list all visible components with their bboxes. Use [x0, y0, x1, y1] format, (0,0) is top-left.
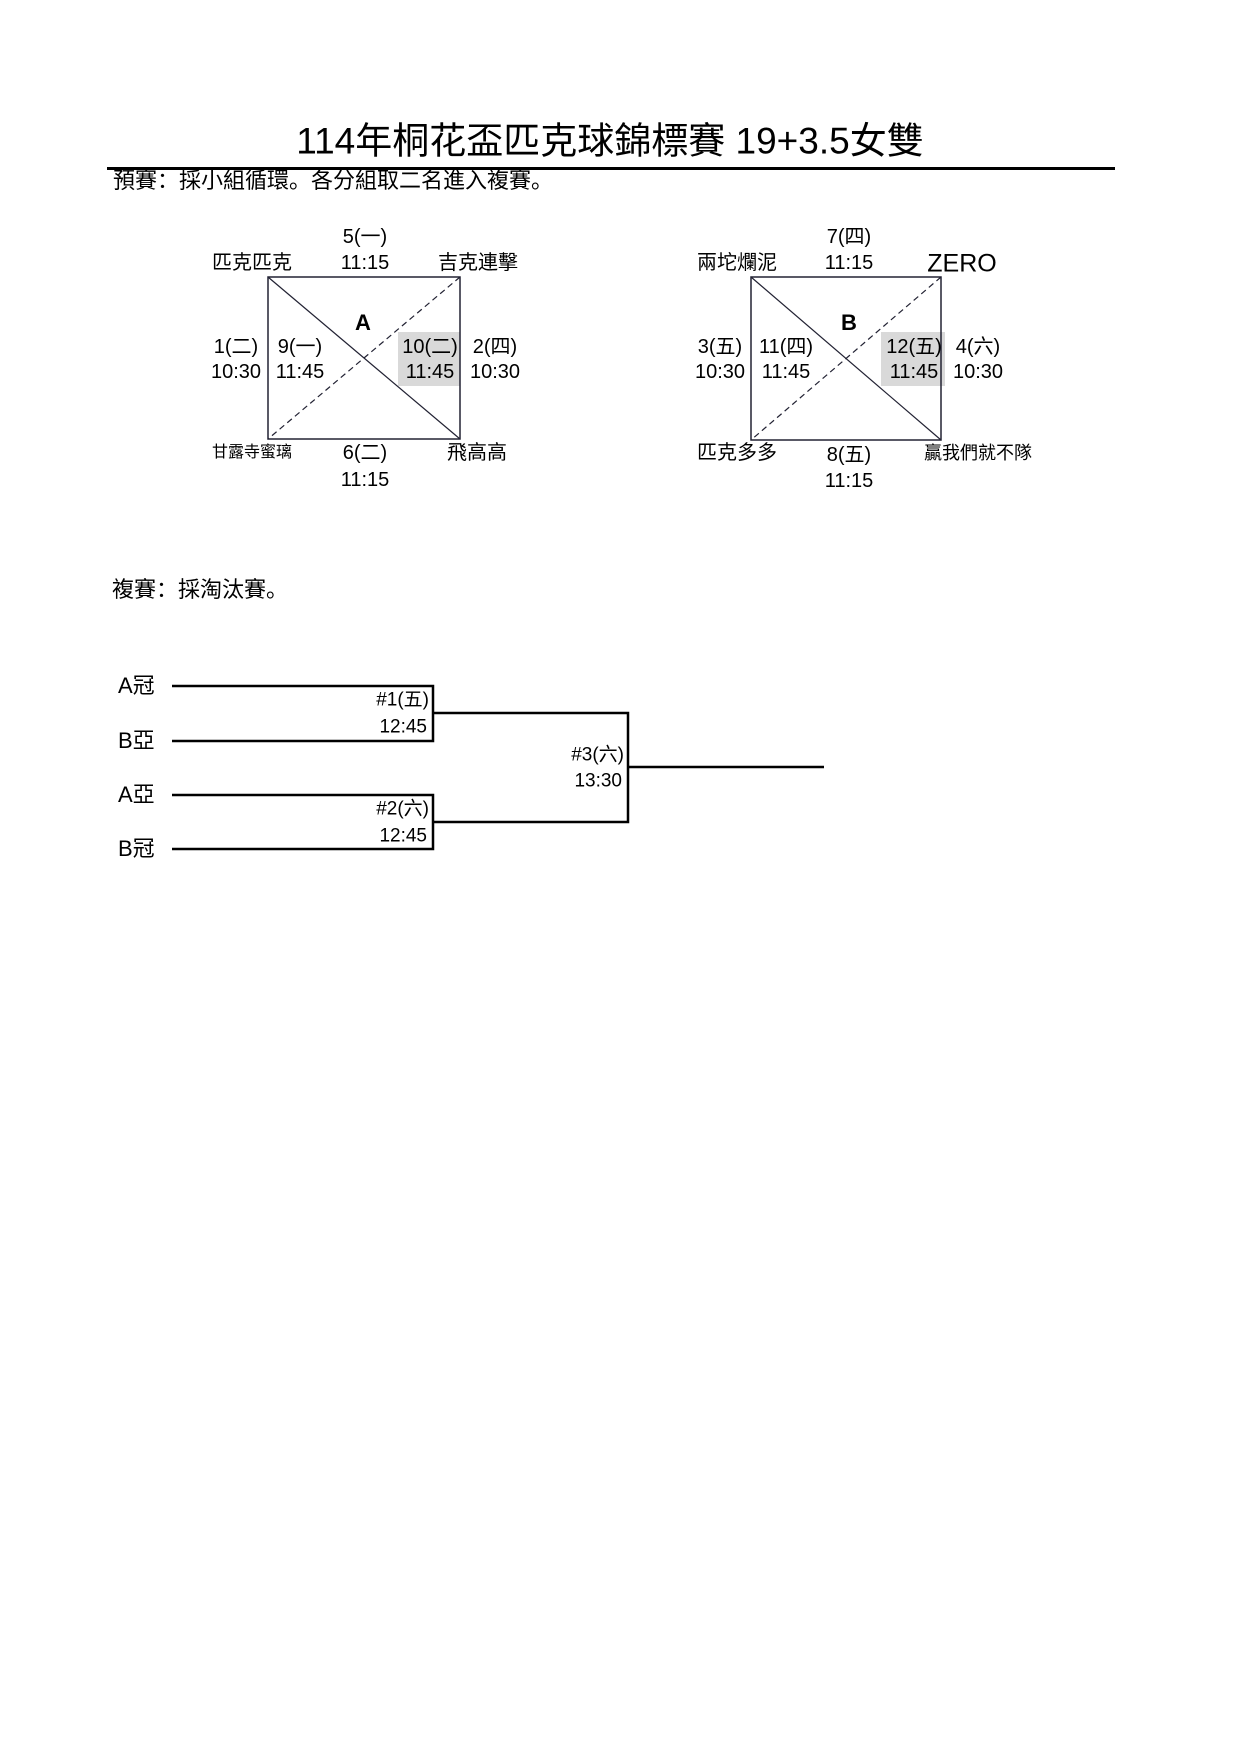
prelim-note: 預賽：採小組循環。各分組取二名進入複賽。 [113, 168, 554, 193]
group-a-box [267, 276, 461, 440]
match-time: 12:45 [379, 716, 427, 738]
seed-label: B冠 [118, 836, 155, 861]
title-rule [107, 167, 1115, 170]
match-time: 10:30 [952, 361, 1004, 383]
team-name: ZERO [927, 249, 997, 278]
match-no: 9(一) [277, 336, 323, 358]
match-time: 11:45 [761, 361, 811, 383]
seed-label: A冠 [118, 673, 155, 698]
team-name: 吉克連擊 [438, 252, 518, 274]
page-title: 114年桐花盃匹克球錦標賽 19+3.5女雙 [296, 120, 924, 162]
bracket-lines [172, 684, 824, 851]
match-time: 11:15 [824, 252, 874, 274]
final-note: 複賽：採淘汰賽。 [112, 577, 289, 602]
match-time: 11:15 [824, 470, 874, 492]
match-time: 11:15 [340, 252, 390, 274]
match-time: 11:15 [340, 469, 390, 491]
match-no: 4(六) [955, 336, 1001, 358]
highlight-b [881, 332, 945, 386]
match-no: 5(一) [342, 226, 388, 248]
team-name: 匹克多多 [697, 442, 777, 464]
match-time: 11:45 [275, 361, 325, 383]
highlight-a [398, 332, 460, 386]
match-time: 10:30 [694, 361, 746, 383]
match-no: 1(二) [213, 336, 259, 358]
group-b-box [750, 276, 942, 441]
match-no: 6(二) [342, 442, 388, 464]
match-no: 11(四) [758, 336, 814, 358]
group-label: A [355, 310, 371, 335]
match-time: 11:45 [889, 361, 939, 383]
match-no: #1(五) [376, 689, 429, 711]
team-name: 匹克匹克 [212, 252, 292, 274]
match-no: 3(五) [697, 336, 743, 358]
match-no: 2(四) [472, 336, 518, 358]
match-no: 8(五) [826, 444, 872, 466]
group-label: B [841, 310, 857, 335]
match-no: 7(四) [826, 226, 872, 248]
match-no: #3(六) [571, 744, 624, 766]
seed-label: B亞 [118, 728, 155, 753]
match-time: 10:30 [469, 361, 521, 383]
match-time: 10:30 [210, 361, 262, 383]
match-time: 12:45 [379, 825, 427, 847]
match-time: 11:45 [405, 361, 455, 383]
seed-label: A亞 [118, 782, 155, 807]
match-no: 10(二) [402, 336, 458, 358]
team-name: 飛高高 [447, 442, 507, 464]
match-no: 12(五) [886, 336, 942, 358]
team-name: 甘露寺蜜璃 [211, 444, 293, 461]
match-no: #2(六) [376, 798, 429, 820]
team-name: 兩坨爛泥 [697, 252, 777, 274]
team-name: 贏我們就不隊 [924, 443, 1032, 463]
match-time: 13:30 [574, 770, 622, 792]
